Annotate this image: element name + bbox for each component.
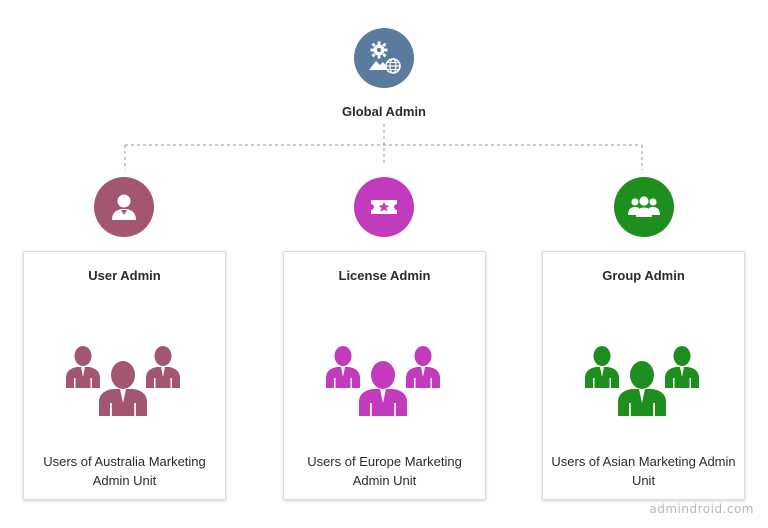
card-title: User Admin	[88, 268, 161, 283]
global-admin-label: Global Admin	[341, 104, 427, 119]
gear-globe-admin-icon	[369, 41, 401, 74]
card-description: Users of Asian Marketing Admin Unit	[551, 454, 736, 488]
license-ticket-icon	[371, 200, 397, 214]
global-admin-node	[354, 28, 414, 88]
user-icon	[112, 194, 136, 220]
user-admin-node	[94, 177, 154, 237]
card-title: Group Admin	[602, 268, 685, 283]
card-description: Users of Europe Marketing Admin Unit	[307, 454, 462, 488]
users-group-icon	[585, 346, 699, 416]
group-admin-node	[614, 177, 674, 237]
group-admin-card: Group Admin Users of As	[542, 251, 745, 500]
card-description: Users of Australia Marketing Admin Unit	[43, 454, 206, 488]
watermark: admindroid.com	[649, 502, 754, 516]
card-title: License Admin	[338, 268, 431, 283]
group-icon	[628, 196, 660, 217]
license-admin-node	[354, 177, 414, 237]
license-admin-card: License Admin Users of	[283, 251, 486, 500]
users-group-icon	[66, 346, 180, 416]
user-admin-card: User Admin Users of Aus	[23, 251, 226, 500]
users-group-icon	[326, 346, 440, 416]
